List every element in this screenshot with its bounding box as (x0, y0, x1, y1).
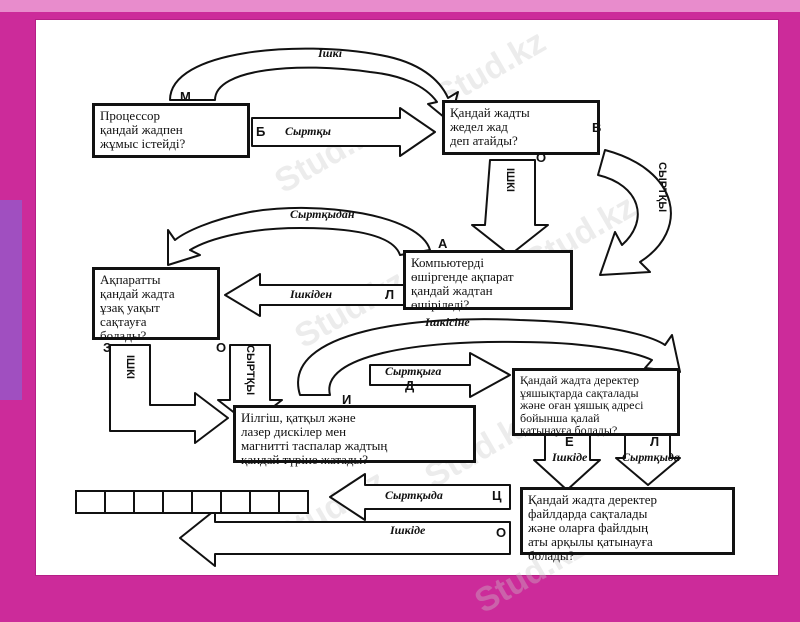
label-internal-top: Ішкі (318, 46, 343, 60)
arrow-internal-left (109, 344, 229, 444)
label-in-external-2: Сыртқыда (385, 488, 443, 502)
memory-cell (133, 490, 164, 514)
letter-a: А (438, 236, 448, 251)
arrow-external-b (251, 107, 436, 157)
box-shutdown-memory: Компьютерді өшіргенде ақпарат қандай жад… (403, 250, 573, 312)
memory-cells-row (75, 490, 309, 514)
letter-e: Е (565, 434, 574, 449)
arrow-to-internal (297, 318, 681, 396)
arrow-in-external (615, 434, 681, 486)
memory-cell (75, 490, 106, 514)
arrow-internal-vertical (471, 159, 549, 256)
box-cell-memory: Қандай жадта деректер ұяшықтарда сақтала… (512, 368, 680, 436)
label-from-internal: Ішкіден (290, 287, 333, 301)
letter-ts: Ц (492, 488, 502, 503)
label-to-internal: Ішкісіне (425, 315, 470, 329)
letter-z: З (103, 340, 112, 355)
arrow-from-external (167, 206, 431, 266)
memory-cell (104, 490, 135, 514)
arrow-to-external (369, 352, 511, 398)
left-accent-band (0, 200, 22, 400)
label-from-external: Сыртқыдан (290, 207, 355, 221)
letter-o: О (536, 150, 547, 165)
letter-o: О (216, 340, 227, 355)
memory-cell (220, 490, 251, 514)
label-in-internal-2: Ішкіде (390, 523, 426, 537)
box-longterm-memory: Ақпаратты қандай жадта ұзақ уақыт сақтау… (92, 267, 220, 343)
letter-l: Л (385, 287, 395, 302)
label-internal-vertical: ІШКІ (504, 168, 516, 192)
label-external-b: Сыртқы (285, 124, 331, 138)
letter-m: М (180, 89, 191, 104)
letter-d: Д (405, 378, 415, 393)
label-internal-vertical-left: ІШКІ (124, 355, 136, 379)
arrow-diagram (109, 47, 681, 567)
box-ram: Қандай жадты жедел жад деп атайды? (442, 100, 600, 155)
label-external-vertical-left: СЫРТҚЫ (244, 345, 256, 396)
memory-cell (249, 490, 280, 514)
arrow-in-internal-2 (179, 509, 511, 567)
letter-b: Б (256, 124, 266, 139)
box-media-types: Иілгіш, қатқыл және лазер дискілер мен м… (233, 405, 476, 467)
letter-i: И (342, 392, 352, 407)
top-band (0, 0, 800, 12)
memory-cell (278, 490, 309, 514)
label-in-external: Сыртқыда (622, 450, 680, 464)
label-external-vertical-right: СЫРТҚЫ (656, 162, 668, 213)
arrow-internal-top (169, 47, 459, 123)
box-file-memory: Қандай жадта деректер файлдарда сақталад… (520, 487, 735, 563)
label-in-internal: Ішкіде (552, 450, 588, 464)
letter-v: В (592, 120, 602, 135)
letter-l: Л (650, 434, 660, 449)
memory-cell (191, 490, 222, 514)
arrow-in-external-2 (329, 473, 511, 521)
letter-o: О (496, 525, 507, 540)
memory-cell (162, 490, 193, 514)
arrow-in-internal (533, 434, 601, 491)
box-processor-memory: Процессор қандай жадпен жұмыс істейді? (92, 103, 250, 158)
arrow-external-right (597, 149, 672, 276)
label-to-external: Сыртқыға (385, 364, 442, 378)
arrow-from-internal (224, 273, 406, 317)
